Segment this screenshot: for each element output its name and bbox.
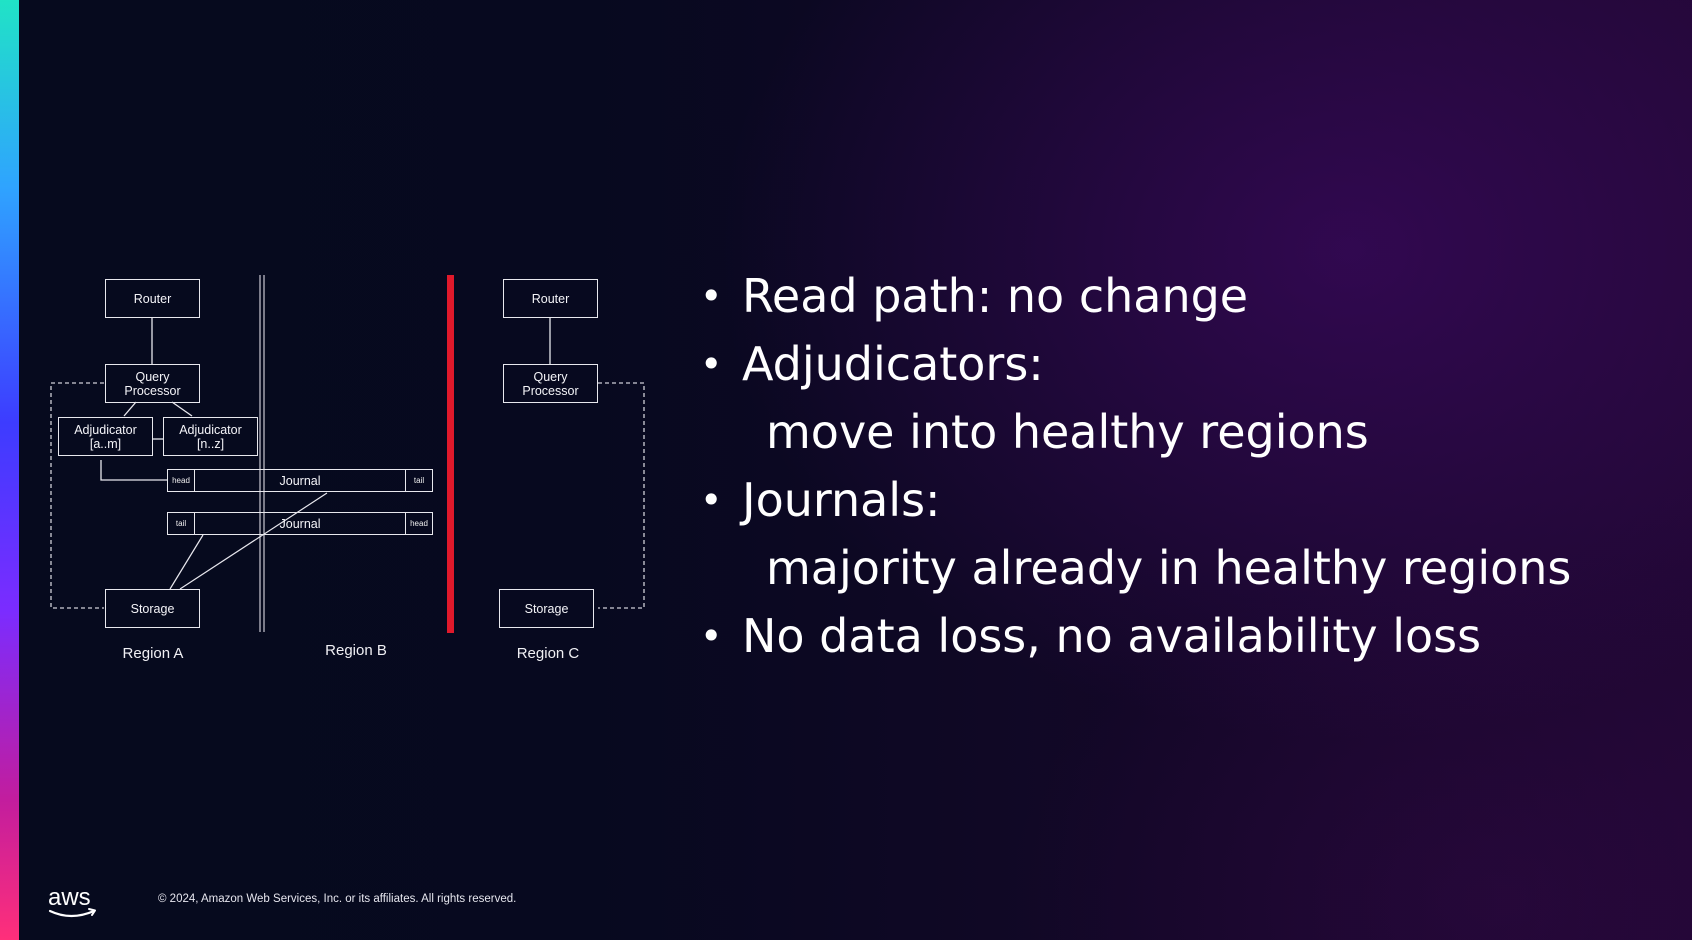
diagram-connectors xyxy=(50,275,645,633)
bullet-dot: • xyxy=(700,274,723,318)
region-a-dashed-path xyxy=(50,382,104,609)
journal-1-head-cell: head xyxy=(167,469,195,492)
storage-box-region-c: Storage xyxy=(499,589,594,628)
storage-label: Storage xyxy=(524,601,569,616)
bullet-text: Journals: xyxy=(742,473,941,527)
qp-label-line1: Query xyxy=(135,369,170,384)
qp-label-line1: Query xyxy=(533,369,568,384)
bullet-text: Read path: no change xyxy=(742,269,1249,323)
adj-journal-link xyxy=(100,460,168,481)
bullet-item: • Adjudicators: move into healthy regions xyxy=(700,330,1680,466)
adj-label-line1: Adjudicator xyxy=(74,422,137,437)
qp-adj-link-2 xyxy=(171,401,193,417)
bullet-item: • No data loss, no availability loss xyxy=(700,602,1680,670)
adjudicator-box-a-m: Adjudicator [a..m] xyxy=(58,417,153,456)
aws-logo-icon: aws xyxy=(47,883,101,923)
query-processor-box-region-a: Query Processor xyxy=(105,364,200,403)
journal-2-head-cell: head xyxy=(405,512,433,535)
adj-label-line2: [n..z] xyxy=(196,436,225,451)
router-label: Router xyxy=(133,291,172,306)
copyright-text: © 2024, Amazon Web Services, Inc. or its… xyxy=(158,893,517,905)
adjudicator-box-n-z: Adjudicator [n..z] xyxy=(163,417,258,456)
bullet-list: • Read path: no change • Adjudicators: mov… xyxy=(700,262,1680,670)
accent-edge-bar xyxy=(0,0,19,940)
storage-journal-link-2 xyxy=(179,492,328,590)
journal-2-tail-cell: tail xyxy=(167,512,195,535)
query-processor-box-region-c: Query Processor xyxy=(503,364,598,403)
qp-label-line2: Processor xyxy=(124,383,181,398)
aws-logo-text: aws xyxy=(48,884,91,911)
storage-journal-link-1 xyxy=(169,534,204,590)
router-box-region-a: Router xyxy=(105,279,200,318)
architecture-diagram: Router Query Processor Adjudicator [a..m… xyxy=(40,265,660,675)
bullet-dot: • xyxy=(700,614,723,658)
qp-adj-link-1 xyxy=(123,401,137,417)
bullet-item: • Read path: no change xyxy=(700,262,1680,330)
bullet-dot: • xyxy=(700,478,723,522)
bullet-subtext: move into healthy regions xyxy=(766,405,1369,459)
region-b-label: Region B xyxy=(325,642,387,659)
bullet-text: No data loss, no availability loss xyxy=(742,609,1482,663)
storage-label: Storage xyxy=(130,601,175,616)
journal-1-body: Journal xyxy=(194,469,406,492)
adj-label-line2: [a..m] xyxy=(89,436,122,451)
journal-2-body: Journal xyxy=(194,512,406,535)
router-label: Router xyxy=(531,291,570,306)
adj-label-line1: Adjudicator xyxy=(179,422,242,437)
region-c-dashed-path xyxy=(598,382,645,609)
bullet-text: Adjudicators: xyxy=(742,337,1044,391)
region-a-label: Region A xyxy=(122,645,184,662)
network-partition-bar xyxy=(447,275,454,633)
router-box-region-c: Router xyxy=(503,279,598,318)
storage-box-region-a: Storage xyxy=(105,589,200,628)
region-c-label: Region C xyxy=(516,645,580,662)
qp-label-line2: Processor xyxy=(522,383,579,398)
bullet-dot: • xyxy=(700,342,723,386)
bullet-item: • Journals: majority already in healthy r… xyxy=(700,466,1680,602)
bullet-subtext: majority already in healthy regions xyxy=(766,541,1572,595)
journal-1-tail-cell: tail xyxy=(405,469,433,492)
